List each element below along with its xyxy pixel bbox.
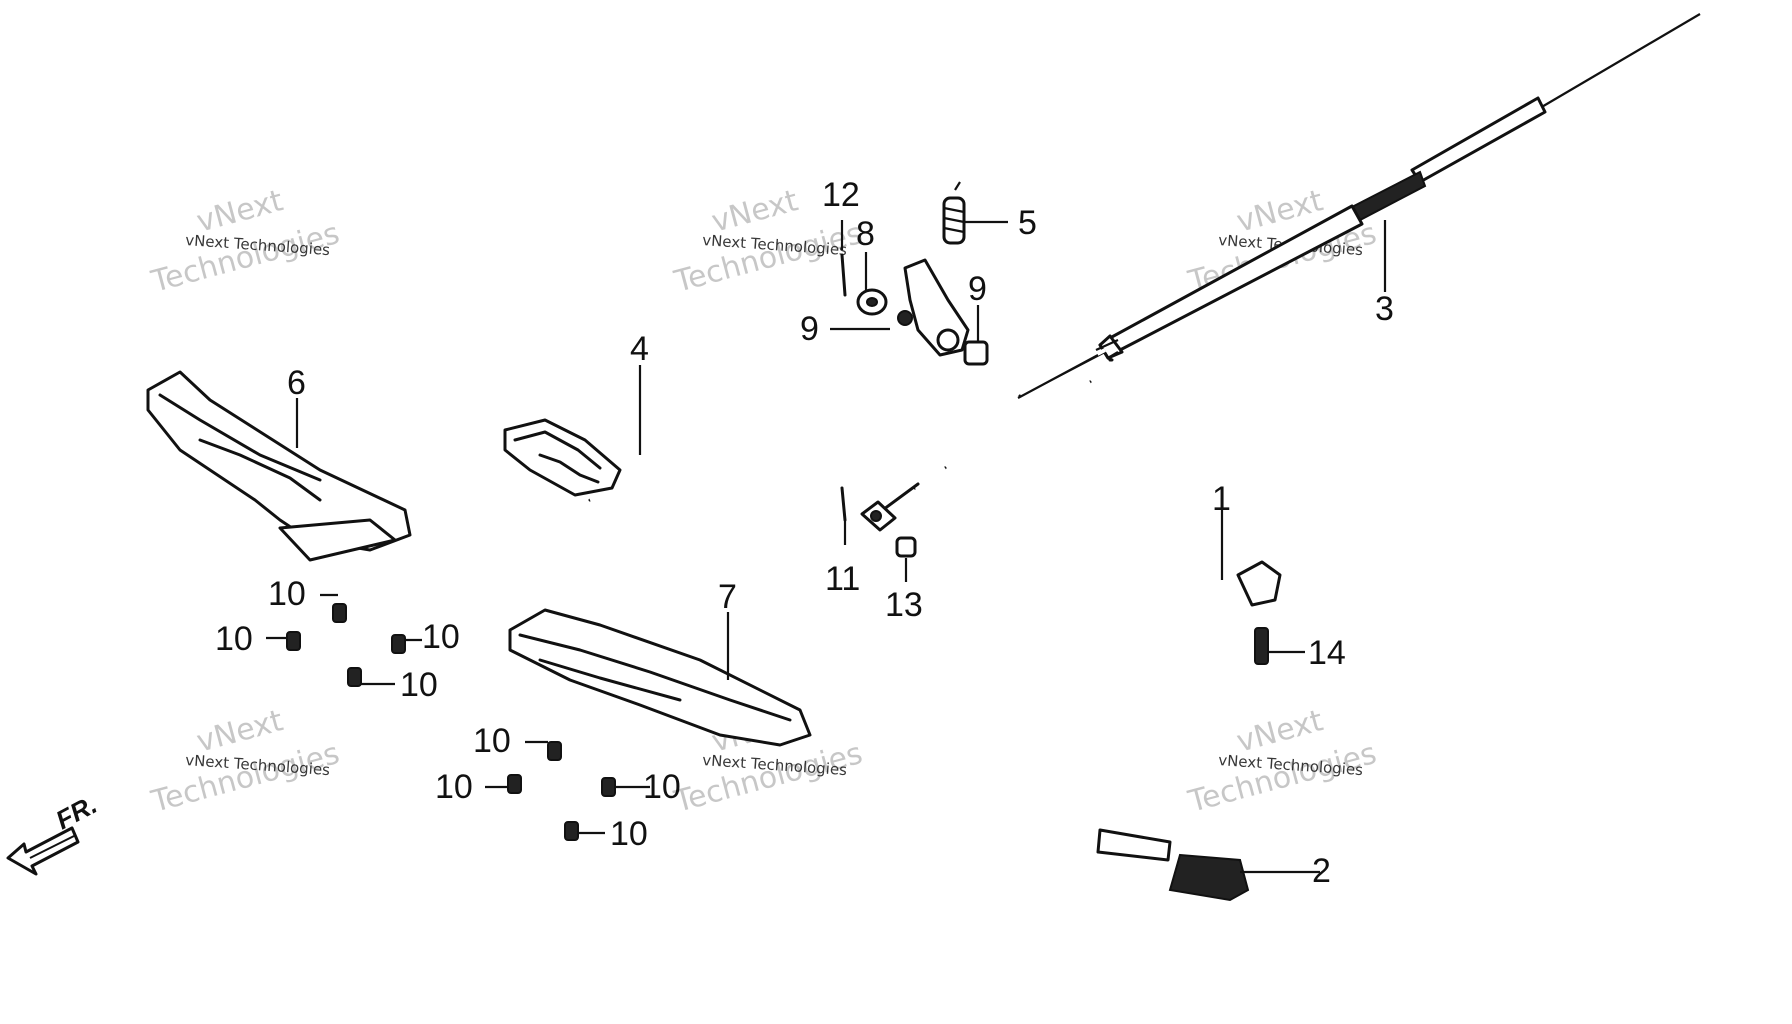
callout-10a: 10 [268,575,306,613]
pin-11 [840,486,847,522]
callout-10h: 10 [610,815,648,853]
callout-9-left: 9 [800,310,819,348]
callouts: 1 2 3 4 5 6 7 8 9 9 10 10 10 10 10 10 10… [215,176,1394,890]
bolt-10a [332,603,347,623]
callout-14: 14 [1308,634,1346,672]
callout-6: 6 [287,364,306,402]
bolt-10d [347,667,362,687]
part-5-spring [942,181,966,245]
callout-10f: 10 [435,768,473,806]
part-12-cotter-pin [840,253,847,297]
callout-3: 3 [1375,290,1394,328]
watermark-bottom-left: vNext Technologies vNext Technologies [147,703,343,820]
front-direction-label: FR. [51,789,102,835]
part-6-footpeg-left [146,370,412,562]
callout-9-right: 9 [968,270,987,308]
bolt-10f [507,774,522,794]
front-direction-indicator: FR. [6,789,102,876]
callout-5: 5 [1018,204,1037,242]
callout-1: 1 [1212,480,1231,518]
part-8-washer [856,288,888,316]
bolt-10e [547,741,562,761]
callout-10b: 10 [215,620,253,658]
watermark-top-left: vNext Technologies vNext Technologies [147,183,343,300]
watermark-big-line-1: vNext [193,183,287,240]
bolt-10g [601,777,616,797]
bolt-13 [895,536,917,558]
bolt-10c [391,634,406,654]
part-3-brake-cable [860,13,1701,532]
part-1-shift-lever [1096,560,1282,862]
callout-10e: 10 [473,722,511,760]
callout-10g: 10 [643,768,681,806]
bolt-10h [564,821,579,841]
callout-11: 11 [825,560,860,598]
bolt-10b [286,631,301,651]
callout-2: 2 [1312,852,1331,890]
watermark-big-line-1: vNext [708,183,802,240]
callout-10d: 10 [400,666,438,704]
part-9-nut-right [963,340,989,366]
callout-7: 7 [718,578,737,616]
leader-lines [266,220,1387,874]
watermark-big-line-1: vNext [193,703,287,760]
part-7-footpeg-right [508,608,812,747]
callout-13: 13 [885,586,923,624]
bolt-14 [1254,627,1269,665]
part-4-brake-pedal [503,258,970,504]
part-2-shift-rubber [1168,853,1250,902]
callout-10c: 10 [422,618,460,656]
callout-4: 4 [630,330,649,368]
callout-12: 12 [822,176,860,214]
callout-8: 8 [856,215,875,253]
front-arrow-hatch [29,835,75,859]
bolt-group [286,486,1269,841]
